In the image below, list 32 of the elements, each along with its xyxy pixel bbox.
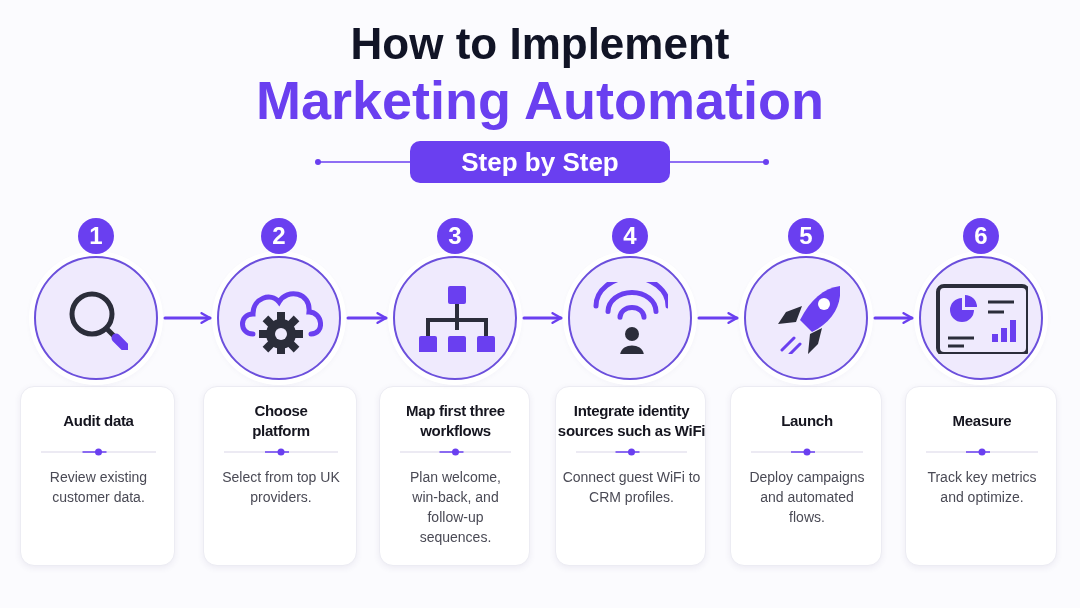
step-description: Review existing customer data.: [48, 468, 149, 507]
step-description: Connect guest WiFi to CRM profiles.: [561, 468, 702, 507]
step-card: [905, 386, 1057, 566]
step-title: Map first three workflows: [405, 401, 506, 441]
step-description: Select from top UK providers.: [221, 468, 341, 507]
arrow: [346, 312, 388, 324]
step-description: Plan welcome, win-back, and follow-up sequences.: [408, 468, 502, 547]
arrow: [522, 312, 563, 324]
subtitle: Marketing Automation: [255, 69, 825, 132]
title: How to Implement: [349, 18, 731, 70]
step-number: 2: [261, 218, 297, 254]
step-number: 6: [963, 218, 999, 254]
arrow: [697, 312, 739, 324]
step-card: [20, 386, 175, 566]
step-number: 1: [78, 218, 114, 254]
step-title: Launch: [780, 411, 834, 431]
step-title: Audit data: [62, 411, 135, 431]
arrow: [873, 312, 914, 324]
step-by-step-pill: Step by Step: [410, 141, 670, 183]
step-description: Track key metrics and optimize.: [926, 468, 1038, 507]
step-number: 3: [437, 218, 473, 254]
step-description: Deploy campaigns and automated flows.: [748, 468, 866, 527]
step-card: [379, 386, 530, 566]
step-title: Integrate identity sources such as WiFi: [557, 401, 706, 441]
step-card: [555, 386, 706, 566]
arrow: [163, 312, 212, 324]
step-number: 5: [788, 218, 824, 254]
step-number: 4: [612, 218, 648, 254]
step-title: Measure: [951, 411, 1013, 431]
step-card: [730, 386, 882, 566]
step-card: [203, 386, 357, 566]
step-title: Choose platform: [251, 401, 311, 441]
